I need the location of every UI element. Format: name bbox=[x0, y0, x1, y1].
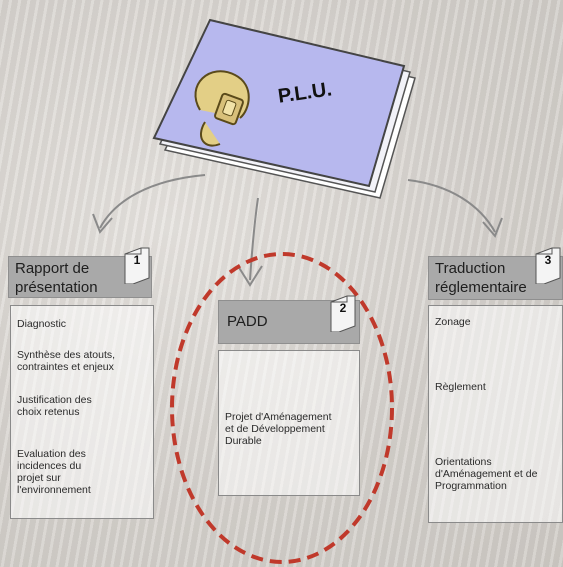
traduction-number: 3 bbox=[544, 253, 552, 267]
padd-number: 2 bbox=[339, 301, 347, 315]
traduction-content-box: Zonage Règlement Orientations d'Aménagem… bbox=[428, 305, 563, 523]
rapport-content-box: Diagnostic Synthèse des atouts, contrain… bbox=[10, 305, 154, 519]
arrow-to-padd bbox=[249, 197, 259, 281]
rapport-number: 1 bbox=[133, 253, 141, 267]
rapport-binder-icon: 1 bbox=[123, 246, 151, 285]
arrow-head-traduction bbox=[482, 217, 503, 238]
padd-highlight-ellipse bbox=[170, 252, 394, 564]
arrow-to-rapport bbox=[99, 174, 206, 229]
padd-binder-icon: 2 bbox=[329, 294, 357, 333]
arrow-head-rapport bbox=[92, 213, 113, 234]
rapport-item-diagnostic: Diagnostic bbox=[17, 318, 67, 330]
arrow-to-traduction bbox=[407, 179, 496, 233]
padd-content-box: Projet d'Aménagement et de Développement… bbox=[218, 350, 360, 496]
plu-folder-icon bbox=[152, 18, 416, 199]
padd-title: PADD bbox=[227, 313, 268, 330]
traduction-item-orientations: Orientations d'Aménagement et de Program… bbox=[435, 456, 538, 492]
rapport-title: Rapport de présentation bbox=[15, 260, 98, 296]
traduction-item-reglement: Règlement bbox=[435, 381, 486, 393]
rapport-item-evaluation: Evaluation des incidences du projet sur … bbox=[17, 448, 91, 496]
padd-item-description: Projet d'Aménagement et de Développement… bbox=[225, 411, 332, 447]
traduction-title: Traduction réglementaire bbox=[435, 260, 527, 296]
traduction-item-zonage: Zonage bbox=[435, 316, 471, 328]
rapport-item-synthese: Synthèse des atouts, contraintes et enje… bbox=[17, 349, 116, 373]
traduction-binder-icon: 3 bbox=[534, 246, 562, 285]
arrow-head-padd bbox=[237, 265, 263, 287]
rapport-item-justification: Justification des choix retenus bbox=[17, 394, 92, 418]
